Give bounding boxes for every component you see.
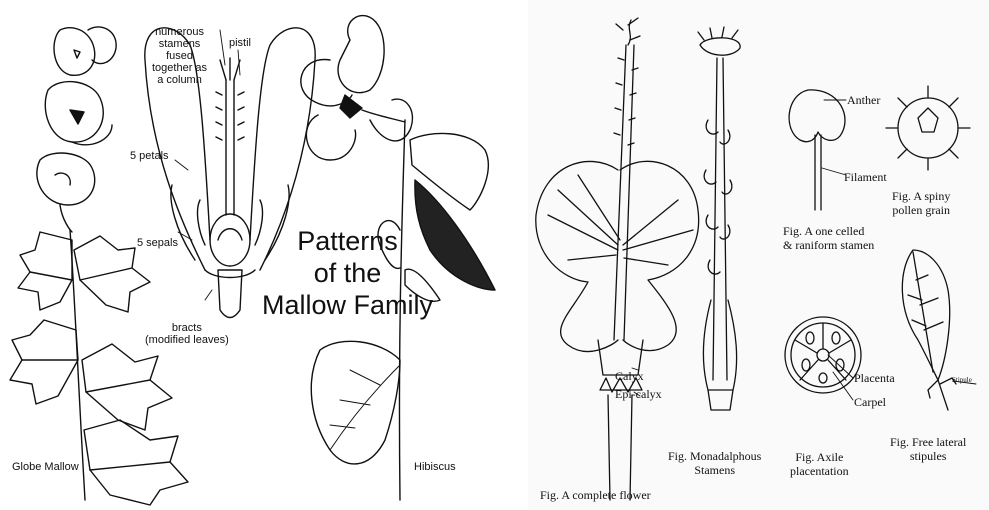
stamens-label-line: numerous (152, 26, 207, 38)
caption-line: Stamens (668, 463, 761, 477)
placenta-label: Placenta (854, 371, 895, 385)
stamens-label-line: stamens (152, 38, 207, 50)
stamens-label-line: together as (152, 62, 207, 74)
caption-line: stipules (890, 449, 966, 463)
calyx-label: Calyx (615, 369, 644, 383)
complete-flower-drawing (536, 18, 699, 500)
caption-line: Fig. Axile (790, 450, 849, 464)
mallow-family-panel: numerous stamens fused together as a col… (0, 0, 500, 510)
caption-line: Fig. A spiny (892, 189, 950, 203)
pistil-label: pistil (229, 37, 251, 49)
globe-mallow-flower (45, 82, 112, 145)
globe-mallow-leaf (10, 320, 78, 404)
spiny-pollen-caption: Fig. A spiny pollen grain (892, 189, 950, 217)
caption-line: Fig. A one celled (783, 224, 874, 238)
stamens-label-line: a column (152, 74, 207, 86)
stamens-label-line: fused (152, 50, 207, 62)
caption-line: Fig. Free lateral (890, 435, 966, 449)
globe-mallow-leaf (84, 420, 188, 505)
reniform-stamen-caption: Fig. A one celled & raniform stamen (783, 224, 874, 252)
monadelphous-caption: Fig. Monadalphous Stamens (668, 449, 761, 477)
reniform-stamen-drawing (789, 90, 846, 210)
stipule-label: Stipule (952, 376, 972, 384)
hibiscus-flower (301, 16, 413, 160)
free-lateral-stipules-caption: Fig. Free lateral stipules (890, 435, 966, 463)
globe-mallow-leaf (82, 344, 172, 430)
title-line: of the (262, 257, 433, 289)
caption-line: & raniform stamen (783, 238, 874, 252)
axile-placentation-drawing (785, 317, 861, 400)
free-lateral-stipules-drawing (902, 250, 976, 410)
globe-mallow-label: Globe Mallow (12, 461, 79, 473)
filament-label: Filament (844, 170, 887, 184)
globe-mallow-leaf (18, 232, 72, 310)
globe-mallow-flower (37, 153, 95, 232)
caption-line: placentation (790, 464, 849, 478)
axile-placentation-caption: Fig. Axile placentation (790, 450, 849, 478)
bracts-label: bracts (modified leaves) (145, 322, 229, 346)
flower-parts-illustration (528, 0, 989, 510)
bracts-label-line: (modified leaves) (145, 334, 229, 346)
globe-mallow-flower (54, 27, 116, 75)
title-line: Mallow Family (262, 289, 433, 321)
epicalyx-label: Epi-calyx (615, 387, 662, 401)
sepals-label: 5 sepals (137, 237, 178, 249)
petals-label: 5 petals (130, 150, 169, 162)
caption-line: pollen grain (892, 203, 950, 217)
complete-flower-caption: Fig. A complete flower (540, 488, 651, 502)
flower-parts-panel: Calyx Epi-calyx Fig. A complete flower F… (528, 0, 989, 510)
carpel-label: Carpel (854, 395, 886, 409)
anther-label: Anther (847, 93, 880, 107)
spiny-pollen-grain-drawing (886, 86, 970, 170)
bracts-label-line: bracts (145, 322, 229, 334)
stamens-label: numerous stamens fused together as a col… (152, 26, 207, 86)
monadelphous-stamens-drawing (698, 27, 740, 410)
title-line: Patterns (262, 225, 433, 257)
caption-line: Fig. Monadalphous (668, 449, 761, 463)
figure-title: Patterns of the Mallow Family (262, 225, 433, 321)
hibiscus-label: Hibiscus (414, 461, 456, 473)
